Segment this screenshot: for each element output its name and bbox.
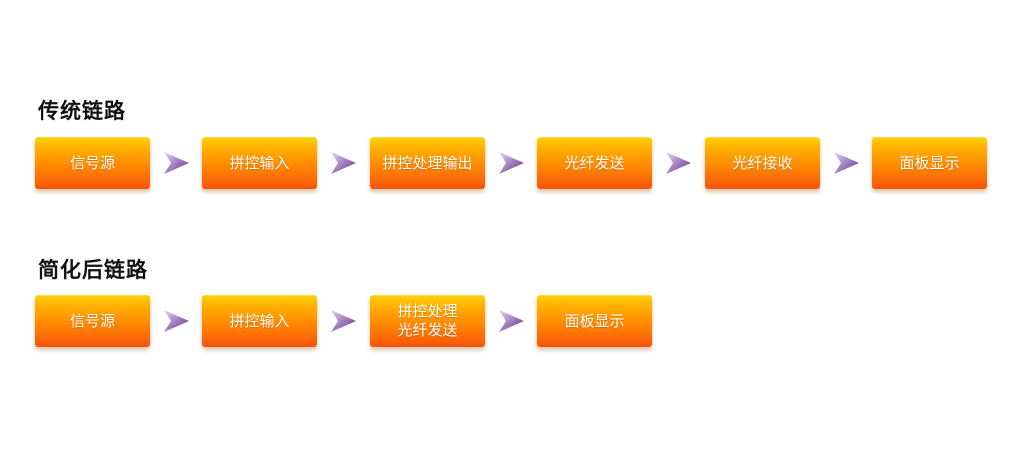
flow-node-label: 信号源: [69, 311, 115, 330]
flow-node-label: 光纤接收: [732, 153, 793, 172]
flow-node-label: 拼控处理: [397, 302, 458, 320]
flow-node: 面板显示: [872, 137, 987, 189]
arrow-icon: [164, 152, 189, 174]
arrow-icon: [499, 310, 524, 332]
flow-node: 拼控处理光纤发送: [370, 295, 485, 347]
arrow-icon: [834, 152, 859, 174]
flow-node-label: 信号源: [69, 153, 115, 172]
simplified-link-title: 简化后链路: [38, 257, 148, 282]
arrow-icon: [499, 152, 524, 174]
flow-node: 面板显示: [537, 295, 652, 347]
flow-node: 光纤发送: [537, 137, 652, 189]
flow-node: 拼控输入: [202, 137, 317, 189]
arrow-icon: [666, 152, 691, 174]
flow-node-label: 面板显示: [899, 153, 960, 172]
flow-node-label: 面板显示: [564, 311, 625, 330]
flow-node: 信号源: [35, 137, 150, 189]
traditional-link-title: 传统链路: [38, 98, 126, 123]
flow-node-label: 拼控输入: [229, 311, 290, 330]
flow-node-label: 拼控输入: [229, 153, 290, 172]
flow-node-label: 光纤发送: [397, 321, 458, 339]
arrow-icon: [331, 152, 356, 174]
flow-node: 光纤接收: [705, 137, 820, 189]
arrow-icon: [164, 310, 189, 332]
simplified-link-flow: 信号源 拼控输入 拼控处理光纤发送 面板显示: [0, 295, 1024, 349]
flow-node: 信号源: [35, 295, 150, 347]
arrow-icon: [331, 310, 356, 332]
flow-node: 拼控输入: [202, 295, 317, 347]
flow-node-label: 光纤发送: [564, 153, 625, 172]
flow-node: 拼控处理输出: [370, 137, 485, 189]
traditional-link-flow: 信号源 拼控输入 拼控处理输出 光纤发送 光纤接收 面板显示: [0, 137, 1024, 191]
flow-node-label: 拼控处理输出: [382, 153, 473, 172]
